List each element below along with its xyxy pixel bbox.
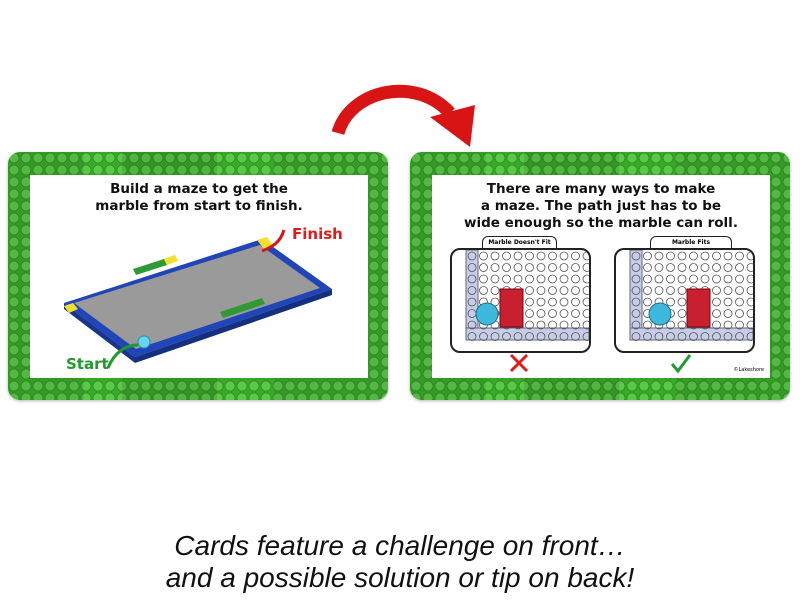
back-card-content: There are many ways to make a maze. The … <box>432 175 770 378</box>
marble-doesnt-fit-panel <box>450 248 591 353</box>
flip-arrow-icon <box>331 84 475 147</box>
title-line: There are many ways to make <box>486 181 716 197</box>
check-icon <box>670 354 692 373</box>
lego-grid <box>465 250 589 341</box>
marble-fits-panel <box>614 248 755 353</box>
start-label: Start <box>66 355 109 373</box>
copyright: ©Lakeshore <box>733 367 765 373</box>
lego-grid <box>629 250 753 341</box>
title-line: a maze. The path just has to be <box>480 198 722 214</box>
caption: Cards feature a challenge on front… and … <box>0 530 800 594</box>
title-line: marble from start to finish. <box>95 198 303 214</box>
front-card-content: Build a maze to get the marble from star… <box>30 175 368 378</box>
marble-icon <box>648 302 672 326</box>
caption-line-2: and a possible solution or tip on back! <box>165 562 635 593</box>
wrong-x-icon <box>509 353 529 373</box>
title-line: Build a maze to get the <box>110 181 288 197</box>
back-card-title: There are many ways to make a maze. The … <box>432 181 770 232</box>
back-card: There are many ways to make a maze. The … <box>410 152 790 400</box>
right-panel-tab: Marble Fits <box>650 236 732 249</box>
front-card-title: Build a maze to get the marble from star… <box>30 181 368 215</box>
title-line: wide enough so the marble can roll. <box>464 215 738 231</box>
caption-line-1: Cards feature a challenge on front… <box>174 530 626 561</box>
left-panel-tab: Marble Doesn't Fit <box>482 236 557 249</box>
maze-base-illustration <box>64 229 332 369</box>
finish-label: Finish <box>292 225 343 243</box>
marble-icon <box>475 302 499 326</box>
front-card: Build a maze to get the marble from star… <box>8 152 388 400</box>
